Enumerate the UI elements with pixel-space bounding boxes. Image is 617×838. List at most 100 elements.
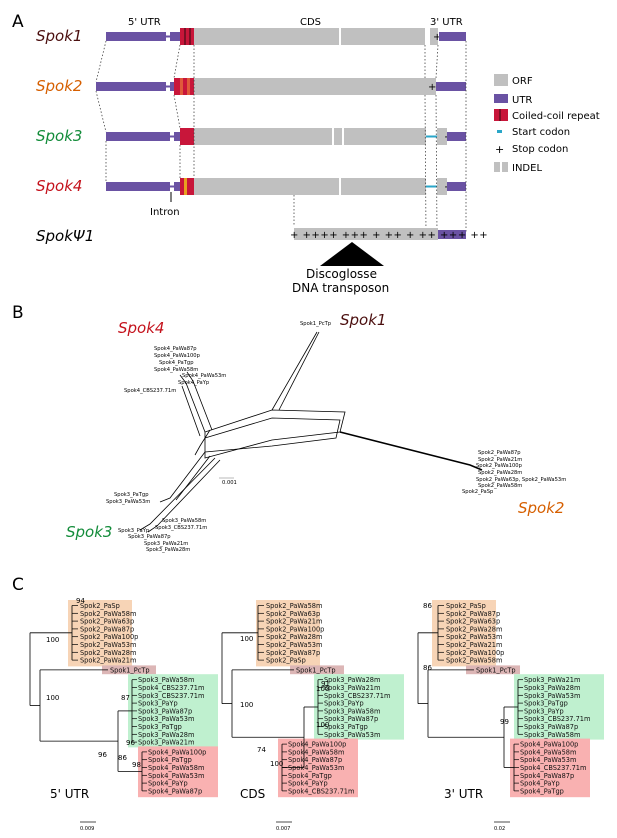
- network-leaves-spok3: Spok3_PaTgp Spok3_PaWa53m Spok3_PaWa58m …: [106, 492, 207, 553]
- leaf-label-spok2: Spok2_PaWa53m: [266, 641, 322, 649]
- leaf-label-spok3: Spok3_PaYp: [138, 700, 178, 708]
- network-label-spok1: Spok1: [340, 311, 386, 329]
- clade-box-spok4: [510, 738, 590, 798]
- svg-text:Spok2_PaWa100p: Spok2_PaWa100p: [476, 463, 523, 469]
- leaf-label-spok4: Spok4_PaYp: [520, 780, 560, 788]
- leaf-label-spok2: Spok2_PaWa63p: [80, 618, 134, 626]
- gene-model-spok2: +: [96, 78, 466, 95]
- leaf-label-spok2: Spok2_PaWa28m: [266, 633, 322, 641]
- leaf-label-spok3: Spok3_PaWa58m: [138, 676, 194, 684]
- transposon-label-1: Discoglosse: [306, 267, 377, 281]
- leaf-label-spok3: Spok3_PaWa58m: [324, 707, 380, 715]
- leaf-label-spok3: Spok3_PaYp: [524, 707, 564, 715]
- transposon-label-2: DNA transposon: [292, 281, 389, 295]
- svg-text:Spok3_PaTgp: Spok3_PaTgp: [114, 492, 149, 498]
- svg-text:Spok3_PaWa87p: Spok3_PaWa87p: [128, 534, 171, 540]
- bootstrap-value: 98: [132, 761, 141, 769]
- tree-region-label: 3' UTR: [444, 787, 483, 801]
- bootstrap-value: 100: [316, 721, 329, 729]
- clade-box-spok2: [432, 600, 496, 667]
- leaf-label-spok2: Spok2_PaSp: [446, 602, 486, 610]
- leaf-label-spok2: Spok2_PaSp: [266, 657, 306, 665]
- svg-text:Spok3_PaYp: Spok3_PaYp: [118, 528, 150, 534]
- svg-text:Spok3_PaWa28m: Spok3_PaWa28m: [146, 547, 190, 553]
- leaf-label-spok3: Spok3_PaWa28m: [324, 676, 380, 684]
- leaf-label-spok3: Spok3_PaWa28m: [138, 731, 194, 739]
- clade-box-spok2: [256, 600, 320, 667]
- leaf-label-spok1: Spok1_PcTp: [476, 666, 516, 674]
- svg-text:Spok2_PaWa63p, Spok2_PaWa53m: Spok2_PaWa63p, Spok2_PaWa53m: [476, 477, 566, 483]
- leaf-label-spok3: Spok3_CBS237.71m: [324, 692, 390, 700]
- leaf-label-spok3: Spok3_PaTgp: [138, 723, 182, 731]
- legend: ORF UTR Coiled-coil repeat Start codon +…: [494, 74, 600, 174]
- utr-swatch: [494, 94, 508, 103]
- network-leaf-spok1: Spok1_PcTp: [300, 321, 332, 327]
- svg-text:Spok3_PaWa58m: Spok3_PaWa58m: [162, 518, 206, 524]
- clade-box-spok1: [290, 665, 344, 675]
- bootstrap-value: 86: [423, 602, 432, 610]
- clade-box-spok2: [68, 600, 132, 667]
- leaf-label-spok3: Spok3_PaWa53m: [324, 731, 380, 739]
- legend-label-coiled: Coiled-coil repeat: [512, 111, 600, 122]
- stop-codon-plus: +: [495, 143, 504, 156]
- leaf-label-spok4: Spok4_CBS237.71m: [520, 764, 586, 772]
- header-3utr: 3' UTR: [430, 17, 463, 28]
- leaf-label-spok4: Spok4_PaWa53m: [148, 772, 204, 780]
- bootstrap-value: 86: [423, 664, 432, 672]
- svg-text:Spok4_PaWa53m: Spok4_PaWa53m: [182, 373, 226, 379]
- tree-region-label: CDS: [240, 787, 265, 801]
- panel-c-letter: C: [12, 575, 24, 595]
- bootstrap-value: 94: [76, 597, 85, 605]
- gene-label-spok3: Spok3: [36, 127, 82, 145]
- legend-label-start: Start codon: [512, 127, 570, 138]
- network-label-spok2: Spok2: [518, 499, 564, 517]
- svg-text:Spok3_CBS237.71m: Spok3_CBS237.71m: [155, 525, 207, 531]
- clade-box-spok1: [466, 665, 520, 675]
- clade-box-spok1: [102, 665, 156, 675]
- leaf-label-spok2: Spok2_PaWa21m: [266, 618, 322, 626]
- leaf-label-spok3: Spok3_PaWa21m: [324, 684, 380, 692]
- legend-label-utr: UTR: [512, 95, 532, 106]
- bootstrap-value: 100: [270, 760, 283, 768]
- leaf-label-spok2: Spok2_PaWa28m: [80, 649, 136, 657]
- gene-model-spok1: +: [106, 28, 466, 45]
- legend-label-stop: Stop codon: [512, 144, 568, 155]
- leaf-label-spok2: Spok2_PaWa53m: [446, 633, 502, 641]
- svg-text:Spok3_PaWa53m: Spok3_PaWa53m: [106, 499, 150, 505]
- leaf-label-spok2: Spok2_PaWa63p: [446, 618, 500, 626]
- network-label-spok3: Spok3: [66, 523, 112, 541]
- leaf-label-spok3: Spok3_CBS237.71m: [138, 692, 204, 700]
- bootstrap-value: 74: [257, 746, 266, 754]
- leaf-label-spok3: Spok3_PaWa21m: [524, 676, 580, 684]
- leaf-label-spok4: Spok4_PaWa100p: [288, 741, 346, 749]
- clade-box-spok3: [128, 674, 218, 748]
- bootstrap-value: 96: [98, 751, 107, 759]
- network-scale-label: 0.001: [222, 480, 237, 486]
- leaf-label-spok4: Spok4_PaWa58m: [288, 748, 344, 756]
- leaf-label-spok3: Spok3_PaTgp: [324, 723, 368, 731]
- leaf-label-spok4: Spok4_PaWa87p: [288, 756, 342, 764]
- leaf-label-spok4: Spok4_CBS237.71m: [288, 787, 354, 795]
- legend-label-indel: INDEL: [512, 163, 542, 174]
- tree-scale-label: 0.007: [276, 826, 290, 832]
- leaf-label-spok2: Spok2_PaWa21m: [446, 641, 502, 649]
- clade-box-spok3: [314, 674, 404, 740]
- leaf-label-spok3: Spok3_PaWa58m: [524, 731, 580, 739]
- bootstrap-value: 100: [316, 685, 329, 693]
- svg-text:Spok4_CBS237.71m: Spok4_CBS237.71m: [124, 388, 176, 394]
- leaf-label-spok4: Spok4_PaWa100p: [148, 748, 206, 756]
- bootstrap-value: 86: [118, 754, 127, 762]
- leaf-label-spok3: Spok3_PaYp: [324, 700, 364, 708]
- orf-swatch: [494, 74, 508, 86]
- leaf-label-spok4: Spok4_PaTgp: [148, 756, 192, 764]
- bootstrap-value: 100: [240, 635, 253, 643]
- svg-text:Spok4_PaWa87p: Spok4_PaWa87p: [154, 346, 197, 352]
- gene-label-spok2: Spok2: [36, 77, 82, 95]
- leaf-label-spok3: Spok3_PaWa28m: [524, 684, 580, 692]
- svg-text:Spok2_PaSp: Spok2_PaSp: [462, 489, 494, 495]
- gene-model-spok4: +: [106, 178, 466, 195]
- leaf-label-spok1: Spok1_PcTp: [110, 666, 150, 674]
- leaf-label-spok2: Spok2_PaWa58m: [266, 602, 322, 610]
- start-codon-swatch: [497, 130, 502, 133]
